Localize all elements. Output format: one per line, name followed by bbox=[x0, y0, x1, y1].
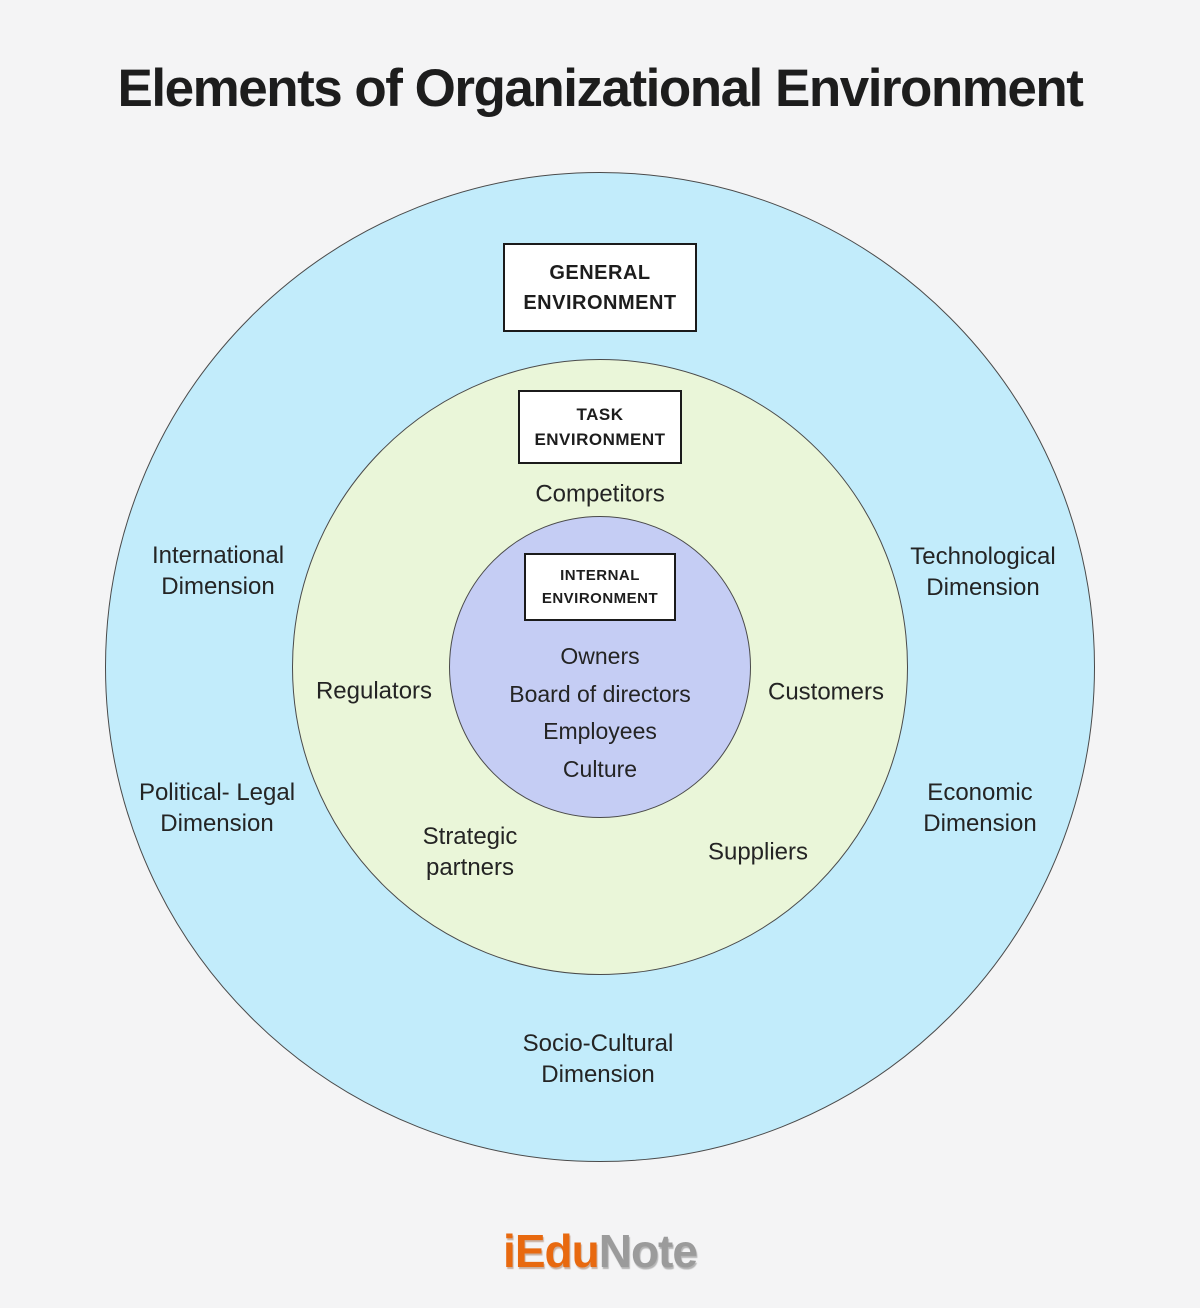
general-environment-box: GENERAL ENVIRONMENT bbox=[503, 243, 697, 332]
internal-environment-box: INTERNAL ENVIRONMENT bbox=[524, 553, 676, 621]
internal-item-culture: Culture bbox=[562, 755, 638, 782]
label-customers: Customers bbox=[767, 678, 885, 706]
internal-item-board-of-directors: Board of directors bbox=[509, 680, 691, 707]
label-strategic-partners: Strategic partners bbox=[422, 823, 518, 881]
label-competitors: Competitors bbox=[535, 480, 665, 508]
label-international-dimension: International Dimension bbox=[151, 542, 285, 600]
task-environment-box-label: TASK ENVIRONMENT bbox=[534, 405, 666, 449]
iedunote-logo: iEduNote bbox=[0, 1224, 1200, 1278]
logo-text-note: Note bbox=[598, 1225, 698, 1277]
logo-text-iedu: iEdu bbox=[503, 1225, 600, 1277]
task-environment-box: TASK ENVIRONMENT bbox=[518, 390, 682, 464]
label-socio-cultural-dimension: Socio-Cultural Dimension bbox=[522, 1030, 674, 1088]
internal-environment-items: Owners Board of directors Employees Cult… bbox=[509, 638, 691, 788]
page-title: Elements of Organizational Environment bbox=[117, 59, 1084, 118]
internal-item-owners: Owners bbox=[560, 643, 640, 669]
internal-environment-box-label: INTERNAL ENVIRONMENT bbox=[541, 567, 659, 607]
internal-item-employees: Employees bbox=[543, 718, 657, 744]
label-technological-dimension: Technological Dimension bbox=[910, 543, 1056, 601]
general-environment-box-label: GENERAL ENVIRONMENT bbox=[523, 261, 677, 314]
label-economic-dimension: Economic Dimension bbox=[923, 779, 1037, 837]
label-suppliers: Suppliers bbox=[707, 838, 809, 866]
label-regulators: Regulators bbox=[315, 677, 433, 705]
label-political-legal-dimension: Political- Legal Dimension bbox=[138, 779, 296, 837]
